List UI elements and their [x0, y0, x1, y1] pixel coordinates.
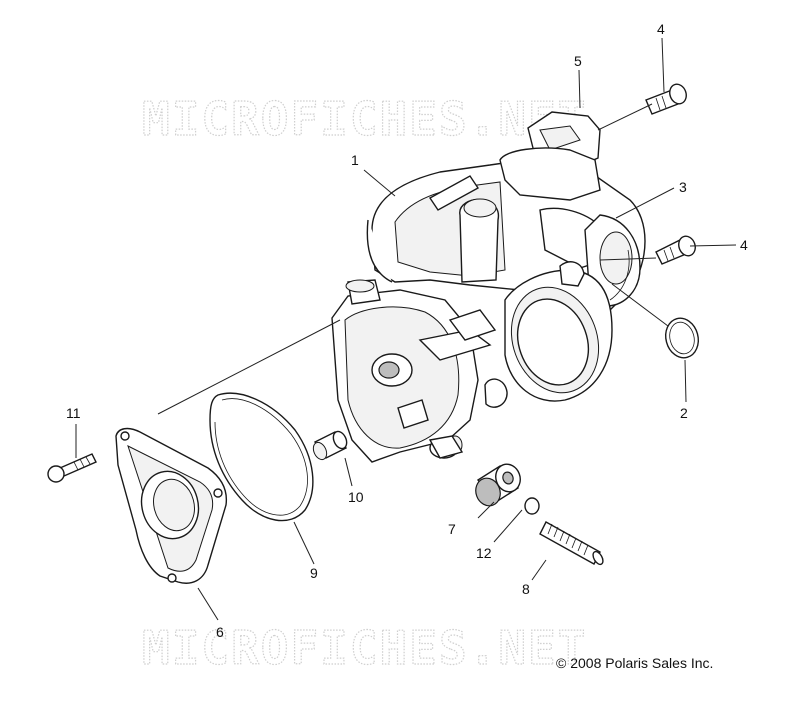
- callout-6: 6: [216, 624, 224, 640]
- callout-9: 9: [310, 565, 318, 581]
- part-10-dowel: [312, 430, 348, 461]
- part-4-bolt-top: [645, 83, 687, 115]
- callout-3: 3: [679, 179, 687, 195]
- callout-2: 2: [680, 405, 688, 421]
- callout-11: 11: [66, 405, 81, 421]
- part-8-stud: [539, 521, 604, 566]
- part-3-outlet: [484, 249, 630, 408]
- callout-4-right: 4: [740, 237, 748, 253]
- part-1-housing: [366, 161, 646, 321]
- callouts: 1 2 3 4 4 5 6 7 8 9 10 11 12: [66, 21, 748, 640]
- watermark-bottom: MICROFICHES.NET: [142, 621, 587, 675]
- callout-4-top: 4: [657, 21, 665, 37]
- copyright-notice: © 2008 Polaris Sales Inc.: [556, 655, 714, 671]
- part-6-cover: [115, 427, 228, 584]
- part-4-bolt-right: [655, 235, 696, 265]
- callout-8: 8: [522, 581, 530, 597]
- callout-7: 7: [448, 521, 456, 537]
- leader-lines: [75, 37, 737, 621]
- watermark-top: MICROFICHES.NET: [142, 92, 587, 146]
- callout-10: 10: [348, 489, 364, 505]
- callout-1: 1: [351, 152, 359, 168]
- part-7-spacer: [475, 463, 521, 507]
- part-5-sensor: [499, 111, 601, 201]
- part-12-washer: [524, 497, 540, 515]
- part-9-oring: [209, 392, 314, 522]
- callout-12: 12: [476, 545, 492, 561]
- front-cover-plate: [331, 279, 497, 463]
- callout-5: 5: [574, 53, 582, 69]
- part-2-oring: [665, 317, 699, 359]
- part-11-bolt: [47, 453, 97, 483]
